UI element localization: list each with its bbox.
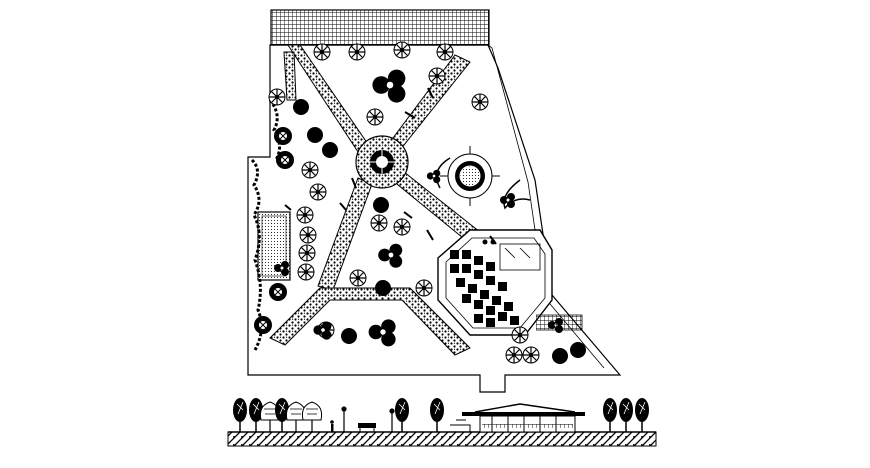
site-boundary bbox=[247, 44, 622, 393]
cobbled-paths bbox=[269, 44, 481, 356]
central-roundabout bbox=[355, 135, 409, 189]
hedge-row bbox=[250, 99, 281, 351]
entrance-plaza-hatch bbox=[270, 9, 490, 46]
ground-strip bbox=[227, 431, 657, 447]
site-plan bbox=[247, 9, 622, 393]
elevation-pavilion bbox=[450, 403, 585, 433]
edge-planting bbox=[503, 179, 583, 331]
site-elevation bbox=[227, 397, 657, 447]
circular-gazebo bbox=[435, 146, 500, 206]
octagonal-pavilion bbox=[437, 229, 553, 336]
pavilion-seating-grid bbox=[450, 250, 519, 327]
benches bbox=[284, 87, 497, 245]
elevation-bench bbox=[358, 423, 376, 432]
elevation-trees-left bbox=[232, 397, 445, 433]
lamp-posts bbox=[341, 406, 395, 432]
elevation-trees-right bbox=[602, 397, 650, 433]
